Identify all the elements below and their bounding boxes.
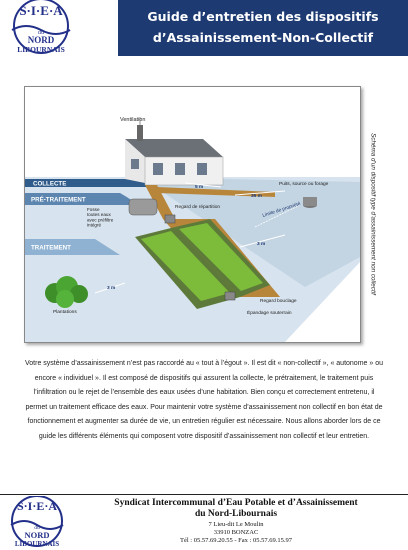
figure-side-caption: Schéma d’un dispositif type d’assainisse…: [369, 133, 377, 295]
svg-text:NORD: NORD: [24, 530, 49, 540]
well-icon: [303, 197, 317, 206]
title-line-1: Guide d’entretien des dispositifs: [147, 9, 379, 24]
pretraitement-band: [25, 193, 140, 205]
svg-text:NORD: NORD: [28, 35, 55, 45]
ventilation-pipe: [137, 125, 143, 141]
label-regard-bouclage: Regard bouclage: [260, 298, 297, 304]
label-regard-repartition: Regard de répartition: [175, 204, 220, 210]
label-distance-35m: 35 m: [251, 193, 262, 199]
label-traitement: TRAITEMENT: [31, 245, 71, 252]
collecte-band: [25, 179, 155, 187]
label-fosse-line: avec préfiltre: [87, 217, 114, 222]
intro-paragraph: Votre système d’assainissement n’est pas…: [24, 357, 384, 445]
svg-text:du: du: [38, 30, 44, 36]
label-distance-5m: 5 m: [195, 184, 203, 190]
footer-address-line-1: 7 Lieu-dit Le Moulin: [208, 521, 264, 528]
label-puits: Puits, source ou forage: [279, 181, 329, 187]
diagram-drawing: Ventilation COLLECTE PRÉ-TRAITEMENT TRAI…: [25, 87, 360, 342]
svg-text:LIBOURNAIS: LIBOURNAIS: [15, 540, 59, 548]
footer-name-line-1: Syndicat Intercommunal d’Eau Potable et …: [114, 498, 358, 508]
label-ventilation: Ventilation: [120, 117, 145, 123]
spreading-field-right: [179, 223, 263, 291]
septic-tank: [128, 198, 158, 216]
regard-bouclage: [224, 291, 236, 301]
title-line-2: d’Assainissement-Non-Collectif: [152, 30, 374, 45]
label-pretraitement: PRÉ-TRAITEMENT: [31, 196, 86, 204]
installation-diagram: Ventilation COLLECTE PRÉ-TRAITEMENT TRAI…: [24, 86, 361, 343]
label-collecte: COLLECTE: [33, 181, 66, 188]
label-plantations: Plantations: [53, 309, 77, 315]
svg-text:du: du: [34, 525, 40, 531]
title-banner: Guide d’entretien des dispositifs d’Assa…: [118, 0, 408, 56]
svg-text:S·I·E·A: S·I·E·A: [17, 499, 57, 513]
page-header: S·I·E·A du NORD LIBOURNAIS Guide d’entre…: [0, 0, 408, 56]
svg-text:LIBOURNAIS: LIBOURNAIS: [17, 45, 65, 54]
label-fosse-line: intégré: [87, 223, 101, 228]
svg-text:S·I·E·A: S·I·E·A: [19, 3, 63, 18]
footer-divider: [0, 494, 408, 495]
siea-logo: S·I·E·A du NORD LIBOURNAIS: [11, 0, 71, 54]
footer-name-line-2: du Nord-Libournais: [194, 509, 278, 519]
footer-siea-logo: S·I·E·A du NORD LIBOURNAIS: [10, 496, 64, 548]
label-epandage: Épandage souterrain: [247, 309, 292, 316]
label-distance-3m-left: 3 m: [107, 285, 115, 291]
intro-text: Votre système d’assainissement n’est pas…: [25, 360, 383, 440]
label-fosse-line: Fosse: [87, 207, 100, 212]
traitement-band: [25, 239, 120, 255]
label-distance-3m-right: 3 m: [257, 241, 265, 247]
label-fosse-line: toutes eaux: [87, 212, 111, 217]
footer-address-line-2: 33910 BONZAC: [213, 529, 259, 536]
footer-address: 7 Lieu-dit Le Moulin 33910 BONZAC Tél : …: [86, 521, 386, 545]
house-roof: [125, 139, 223, 157]
spreading-field-left: [141, 231, 230, 301]
footer-organization: Syndicat Intercommunal d’Eau Potable et …: [86, 498, 386, 520]
plantations-shrub: [45, 276, 88, 308]
footer-phone-fax: Tél : 05.57.69.20.55 - Fax : 05.57.69.15…: [180, 537, 292, 544]
regard-repartition: [164, 214, 176, 224]
